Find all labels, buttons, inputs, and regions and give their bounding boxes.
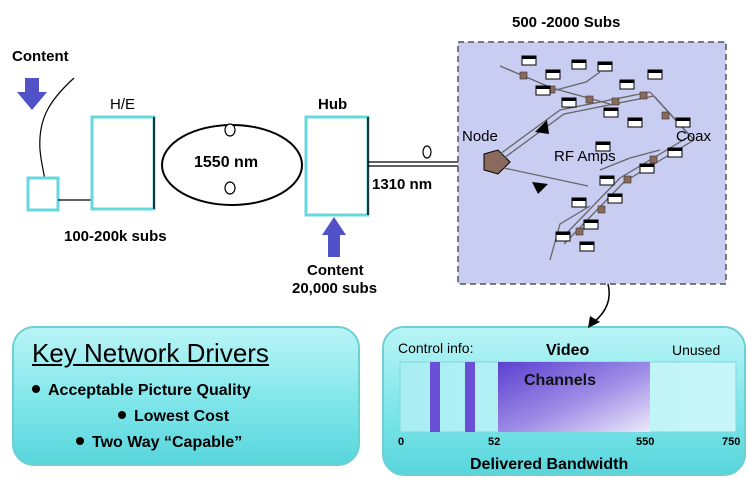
tick-label: 0: [398, 436, 405, 448]
hub-label: Hub: [318, 96, 348, 113]
channels-label: Channels: [524, 372, 597, 389]
headend-box: [90, 115, 156, 211]
video-label: Video: [546, 342, 590, 359]
pointer-arrow: [593, 283, 610, 323]
bandwidth-axis-label: Delivered Bandwidth: [470, 456, 629, 473]
coax-label: Coax: [676, 128, 712, 145]
ring-wavelength-label: 1550 nm: [194, 154, 259, 171]
rf-amps: [519, 71, 670, 236]
control-band-2: [465, 362, 475, 432]
subscriber-homes: [521, 55, 691, 252]
rf-amps-label: RF Amps: [554, 148, 616, 165]
hub-box: [304, 115, 370, 217]
unused-label: Unused: [672, 342, 721, 358]
node-subs-label: 500 -2000 Subs: [512, 14, 621, 31]
control-info-label: Control info:: [398, 340, 474, 356]
control-band-1: [430, 362, 440, 432]
headend-label: H/E: [110, 96, 136, 113]
tick-label: 750: [722, 436, 741, 448]
bullet-icon: [118, 410, 126, 419]
key-drivers-panel: Key Network Drivers Acceptable Picture Q…: [12, 326, 360, 466]
node-label: Node: [462, 128, 498, 145]
source-box: [26, 176, 60, 212]
content-arrow-icon: [17, 78, 47, 110]
key-drivers-title: Key Network Drivers: [32, 338, 269, 368]
bullet-icon: [76, 436, 84, 445]
driver-item: Acceptable Picture Quality: [32, 382, 251, 400]
tick-label: 550: [636, 436, 655, 448]
video-band: [498, 362, 650, 432]
hub-content-arrow-icon: [322, 217, 346, 257]
bullet-icon: [32, 384, 40, 393]
content-label: Content: [12, 48, 69, 65]
headend-subs-label: 100-200k subs: [64, 228, 167, 245]
driver-item: Lowest Cost: [118, 408, 229, 426]
input-line: [39, 77, 75, 183]
tick-label: 52: [488, 436, 501, 448]
hub-content-label: Content: [307, 262, 364, 279]
driver-item: Two Way “Capable”: [76, 434, 242, 452]
hub-subs-label: 20,000 subs: [292, 280, 378, 297]
link-wavelength-label: 1310 nm: [372, 176, 433, 193]
